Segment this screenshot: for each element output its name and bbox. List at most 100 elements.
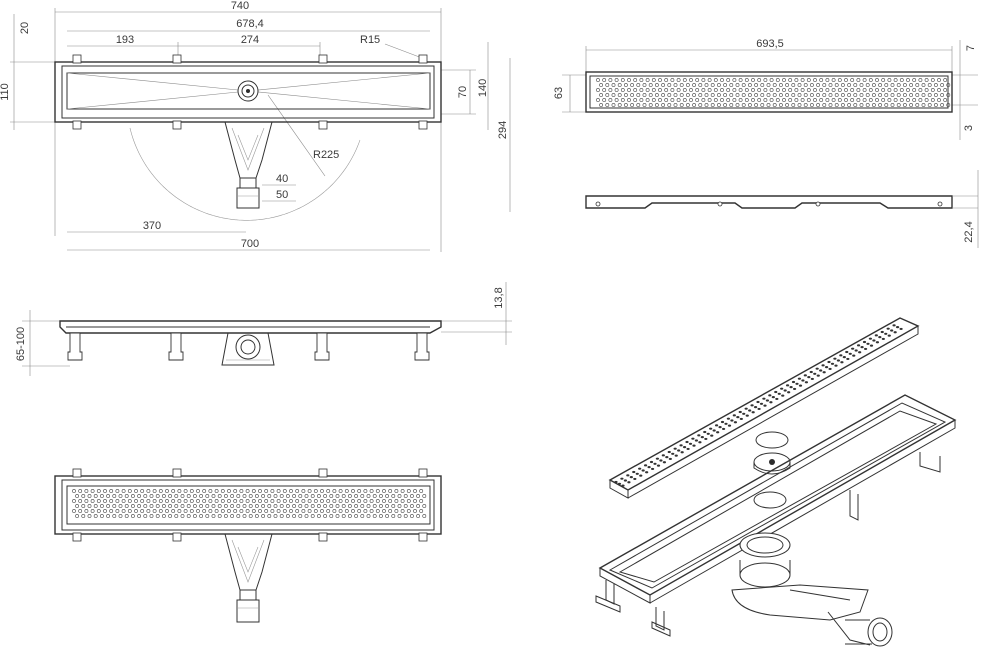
- perforation-hole: [267, 504, 272, 508]
- perforation-hole: [753, 406, 758, 409]
- perforation-hole: [292, 514, 297, 518]
- perforation-hole: [378, 514, 383, 518]
- perforation-hole: [267, 514, 272, 518]
- perforation-hole: [868, 98, 873, 102]
- perforation-hole: [763, 98, 768, 102]
- perforation-hole: [214, 489, 219, 493]
- perforation-hole: [863, 347, 868, 351]
- perforation-hole: [611, 83, 616, 87]
- perforation-hole: [152, 489, 157, 493]
- perforation-hole: [608, 88, 613, 92]
- perforation-hole: [360, 504, 365, 508]
- perforation-hole: [189, 509, 194, 513]
- perforation-hole: [679, 93, 684, 97]
- perforation-hole: [763, 404, 767, 407]
- perforation-hole: [789, 386, 793, 389]
- perforation-hole: [710, 434, 714, 437]
- perforation-hole: [709, 427, 713, 430]
- perforation-hole: [413, 509, 417, 513]
- perforation-hole: [629, 476, 633, 479]
- perforation-hole: [821, 364, 825, 367]
- perforation-hole: [378, 504, 383, 508]
- perforation-hole: [834, 83, 839, 87]
- perforation-hole: [100, 494, 104, 498]
- perforation-hole: [741, 93, 746, 97]
- perforation-hole: [614, 480, 618, 484]
- perforation-hole: [630, 83, 635, 87]
- perforation-hole: [729, 93, 734, 97]
- perforation-hole: [779, 103, 783, 107]
- perforation-hole: [623, 479, 628, 482]
- perforation-hole: [868, 337, 873, 340]
- perforation-hole: [943, 98, 948, 102]
- perforation-hole: [884, 103, 889, 107]
- perforation-hole: [744, 88, 749, 92]
- perforation-hole: [90, 489, 95, 493]
- perforation-hole: [214, 499, 219, 503]
- perforation-hole: [372, 504, 377, 508]
- perforation-hole: [223, 514, 228, 518]
- perforation-hole: [724, 422, 728, 425]
- perforation-hole: [242, 504, 247, 508]
- perforation-hole: [329, 504, 334, 508]
- perforation-hole: [769, 98, 774, 102]
- perforation-hole: [106, 494, 111, 498]
- perforation-hole: [189, 489, 194, 493]
- perforation-hole: [927, 83, 932, 87]
- perforation-hole: [769, 401, 773, 404]
- perforation-hole: [220, 509, 225, 513]
- perforation-hole: [723, 103, 728, 107]
- perforation-hole: [369, 499, 374, 503]
- perforation-hole: [329, 514, 334, 518]
- perforation-hole: [375, 489, 380, 493]
- perforation-hole: [744, 98, 749, 102]
- perforation-hole: [887, 98, 892, 102]
- perforation-hole: [347, 494, 352, 498]
- perforation-hole: [667, 83, 672, 87]
- perforation-hole: [816, 83, 821, 87]
- perforation-hole: [614, 78, 619, 82]
- perforation-hole: [810, 377, 814, 381]
- dim-outlet-outer: 50: [276, 189, 288, 201]
- perforation-hole: [831, 78, 836, 82]
- perforation-hole: [679, 103, 684, 107]
- perforation-hole: [273, 514, 278, 518]
- perforation-hole: [369, 509, 374, 513]
- perforation-hole: [217, 514, 222, 518]
- perforation-hole: [757, 98, 762, 102]
- perforation-hole: [906, 78, 910, 82]
- perforation-hole: [134, 489, 138, 493]
- perforation-hole: [782, 78, 786, 82]
- perforation-hole: [801, 379, 805, 382]
- perforation-hole: [211, 514, 216, 518]
- perforation-hole: [611, 93, 616, 97]
- perforation-hole: [413, 489, 417, 493]
- perforation-hole: [416, 494, 421, 498]
- perforation-hole: [806, 88, 811, 92]
- perforation-hole: [295, 499, 300, 503]
- perforation-hole: [760, 103, 765, 107]
- perforation-hole: [726, 98, 731, 102]
- perforation-hole: [670, 78, 675, 82]
- perforation-hole: [730, 419, 734, 422]
- perforation-hole: [738, 98, 743, 102]
- perforation-hole: [946, 93, 951, 97]
- perforation-hole: [316, 504, 321, 508]
- perforation-hole: [347, 514, 352, 518]
- perforation-hole: [679, 83, 684, 87]
- perforation-hole: [718, 426, 722, 429]
- perforation-hole: [174, 504, 179, 508]
- top-view: 740 678,4 193 274 R15 20 110 70 140 294 …: [0, 0, 511, 252]
- perforation-hole: [304, 504, 309, 508]
- perforation-hole: [344, 499, 349, 503]
- perforation-hole: [351, 489, 355, 493]
- installed-top-view: [54, 468, 442, 623]
- perforation-hole: [627, 78, 631, 82]
- perforation-hole: [842, 356, 846, 359]
- perforation-hole: [205, 504, 210, 508]
- perforation-hole: [323, 514, 328, 518]
- perforation-hole: [819, 88, 824, 92]
- perforation-hole: [930, 98, 935, 102]
- perforation-hole: [335, 514, 340, 518]
- perforation-hole: [100, 514, 104, 518]
